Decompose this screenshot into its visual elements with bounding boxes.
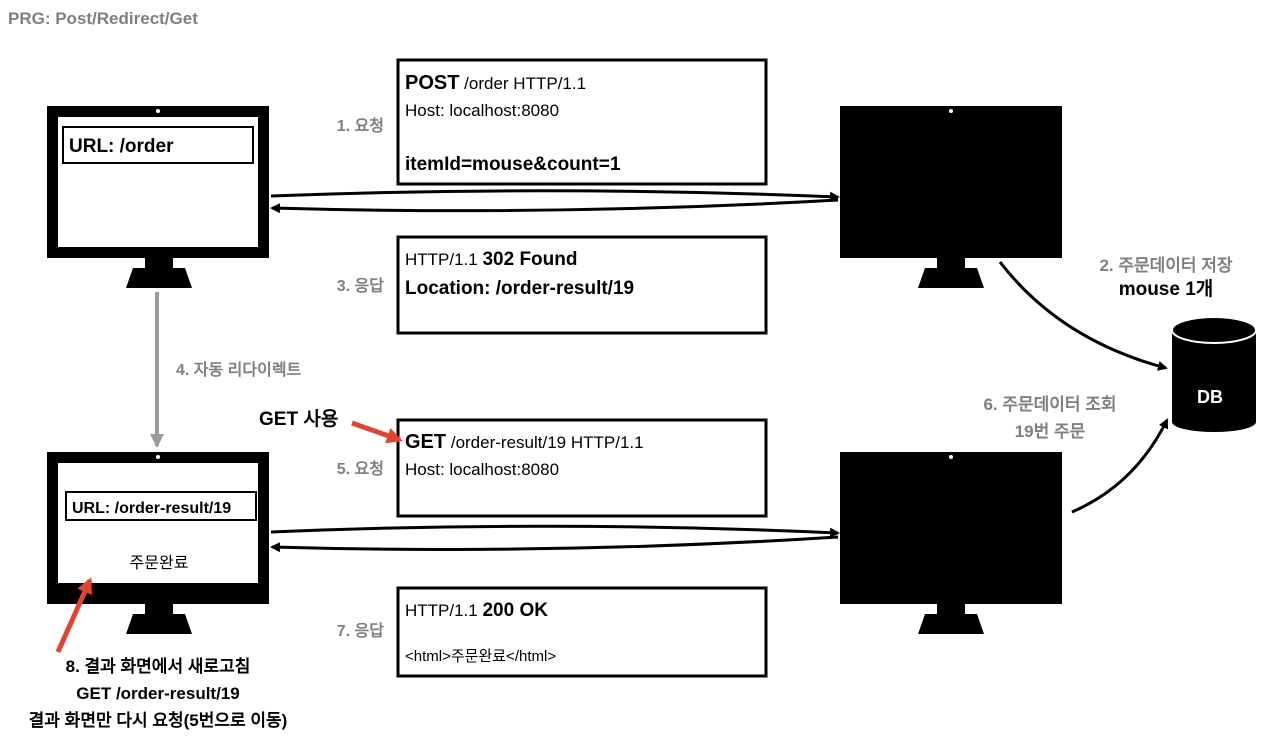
order-complete-text: 주문완료	[130, 554, 189, 572]
get-method: GET	[405, 431, 446, 453]
post-request-line: POST /order HTTP/1.1	[405, 72, 586, 94]
step3-label: 3. 응답	[337, 276, 385, 295]
refresh-note-line1: 8. 결과 화면에서 새로고침	[66, 656, 251, 676]
message-box-200-response	[396, 586, 768, 678]
post-method: POST	[405, 72, 459, 94]
response-200-version: HTTP/1.1	[405, 601, 482, 620]
refresh-note-line3: 결과 화면만 다시 요청(5번으로 이동)	[29, 710, 288, 730]
step2-label-line2: mouse 1개	[1119, 278, 1214, 300]
arrow-save-to-db	[998, 261, 1168, 371]
get-request-rest: /order-result/19 HTTP/1.1	[446, 433, 643, 452]
message-box-post-request	[396, 58, 768, 186]
diagram-title: PRG: Post/Redirect/Get	[8, 9, 198, 28]
post-body: itemId=mouse&count=1	[405, 154, 621, 175]
refresh-note-line2: GET /order-result/19	[76, 684, 239, 703]
arrow-get-note	[351, 420, 403, 444]
response-302-location: Location: /order-result/19	[405, 278, 634, 299]
response-302-status-line: HTTP/1.1 302 Found	[405, 249, 577, 270]
get-request-line: GET /order-result/19 HTTP/1.1	[405, 431, 644, 453]
url-bar-top-text: URL: /order	[69, 136, 174, 157]
post-host-header: Host: localhost:8080	[405, 101, 559, 120]
arrow-query-db	[1071, 418, 1169, 514]
response-200-status-line: HTTP/1.1 200 OK	[405, 600, 548, 621]
arrow-get-request	[270, 524, 840, 538]
server-monitor-bottom	[840, 452, 1062, 634]
url-bar-top[interactable]	[62, 126, 254, 164]
message-box-get-request	[396, 418, 768, 518]
response-302-version: HTTP/1.1	[405, 250, 482, 269]
step4-label: 4. 자동 리다이렉트	[176, 361, 302, 379]
db-cylinder	[1171, 316, 1257, 432]
arrow-refresh-note	[55, 577, 93, 654]
arrow-post-request	[270, 189, 840, 202]
response-302-status: 302 Found	[482, 249, 577, 270]
response-200-body: <html>주문완료</html>	[405, 648, 556, 665]
db-label: DB	[1197, 387, 1223, 407]
step7-label: 7. 응답	[337, 621, 385, 640]
message-box-302-response	[396, 235, 768, 335]
server-monitor-top	[840, 106, 1062, 288]
step2-label-line1: 2. 주문데이터 저장	[1099, 256, 1232, 275]
step1-label: 1. 요청	[337, 116, 384, 135]
step6-label-line2: 19번 주문	[1015, 422, 1086, 441]
step5-label: 5. 요청	[337, 459, 384, 478]
arrow-200-response	[270, 535, 839, 553]
step6-label-line1: 6. 주문데이터 조회	[983, 395, 1116, 414]
url-bar-bottom[interactable]	[65, 491, 257, 521]
get-note-label: GET 사용	[259, 408, 338, 430]
get-host-header: Host: localhost:8080	[405, 460, 559, 479]
response-200-status: 200 OK	[482, 600, 548, 621]
url-bar-bottom-text: URL: /order-result/19	[72, 500, 231, 517]
post-request-rest: /order HTTP/1.1	[459, 74, 586, 93]
arrow-302-response	[270, 198, 839, 214]
